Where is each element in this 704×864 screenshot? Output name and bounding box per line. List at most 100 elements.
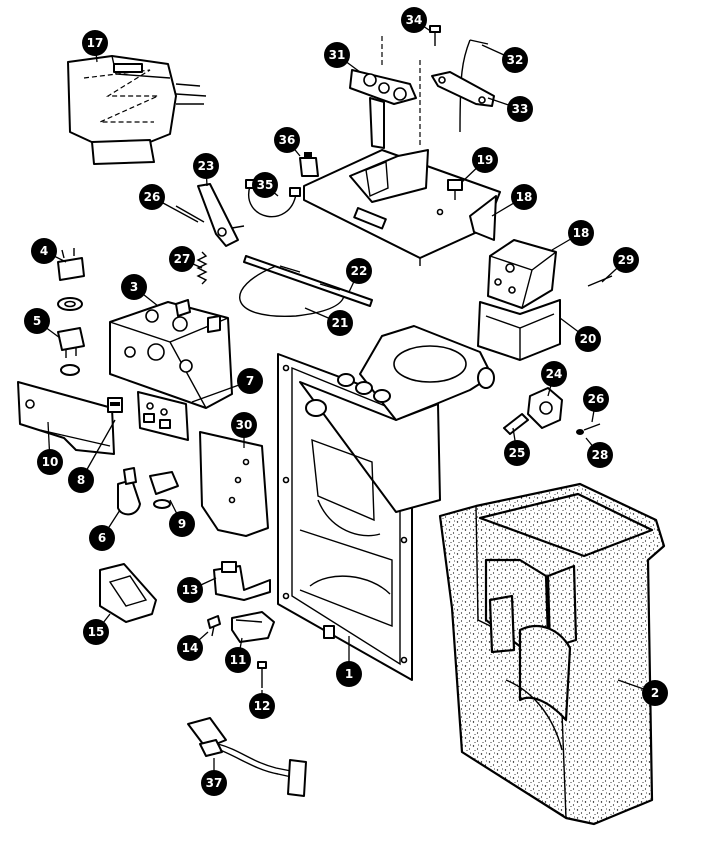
part-18-shelf-bracket — [303, 149, 501, 266]
callout-number: 3 — [130, 280, 138, 294]
callout-number: 4 — [40, 244, 48, 258]
callout-5: 5 — [24, 308, 50, 334]
part-36-switch — [299, 152, 319, 177]
part-20-solenoid-bracket — [477, 299, 561, 361]
callout-bubble — [568, 220, 594, 246]
callout-1: 1 — [336, 661, 362, 687]
callout-number: 25 — [509, 446, 526, 460]
callout-37: 37 — [201, 770, 227, 796]
part-6-light-bulb — [117, 467, 141, 516]
callout-bubble — [613, 247, 639, 273]
part-26-screw — [576, 423, 601, 435]
callout-bubble — [193, 153, 219, 179]
callout-number: 15 — [88, 625, 105, 639]
callout-number: 12 — [254, 699, 271, 713]
part-14-screw — [207, 615, 221, 637]
callout-13: 13 — [177, 577, 203, 603]
callout-bubble — [237, 368, 263, 394]
part-33-bracket — [431, 71, 495, 107]
callout-bubble — [642, 680, 668, 706]
callout-2: 2 — [642, 680, 668, 706]
callout-35: 35 — [252, 172, 278, 198]
callout-bubble — [37, 449, 63, 475]
callout-bubble — [324, 42, 350, 68]
callout-28: 28 — [587, 442, 613, 468]
part-32-wire-lead — [459, 39, 489, 133]
callout-33: 33 — [507, 96, 533, 122]
callout-19: 19 — [472, 147, 498, 173]
part-30-cover-plate — [199, 431, 269, 537]
part-9-socket — [149, 471, 179, 509]
callout-bubble — [83, 619, 109, 645]
callout-bubble — [511, 184, 537, 210]
callout-number: 1 — [345, 667, 353, 681]
callout-bubble — [201, 770, 227, 796]
callout-bubble — [82, 30, 108, 56]
callout-bubble — [401, 7, 427, 33]
part-7-circuit-board — [137, 391, 189, 441]
callout-34: 34 — [401, 7, 427, 33]
callout-bubble — [472, 147, 498, 173]
callout-bubble — [169, 246, 195, 272]
callout-bubble — [225, 647, 251, 673]
callout-number: 19 — [477, 153, 494, 167]
callout-number: 23 — [198, 159, 215, 173]
part-17-heater-assembly — [67, 55, 207, 165]
callout-bubble — [502, 47, 528, 73]
callout-18: 18 — [568, 220, 594, 246]
callout-number: 20 — [580, 332, 597, 346]
callout-bubble — [274, 127, 300, 153]
callout-number: 33 — [512, 102, 529, 116]
callout-bubble — [177, 635, 203, 661]
callout-6: 6 — [89, 525, 115, 551]
callout-11: 11 — [225, 647, 251, 673]
callout-number: 32 — [507, 53, 524, 67]
callout-number: 5 — [33, 314, 41, 328]
callout-number: 9 — [178, 517, 186, 531]
callout-8: 8 — [68, 467, 94, 493]
callout-10: 10 — [37, 449, 63, 475]
callout-18: 18 — [511, 184, 537, 210]
part-26-pin — [175, 205, 205, 223]
callout-30: 30 — [231, 412, 257, 438]
part-1-dispenser-frame — [277, 325, 495, 681]
callout-number: 29 — [618, 253, 635, 267]
callout-bubble — [327, 310, 353, 336]
callout-17: 17 — [82, 30, 108, 56]
callout-15: 15 — [83, 619, 109, 645]
part-34-screw — [429, 25, 441, 46]
part-31-mounting-plate — [349, 36, 421, 149]
callout-21: 21 — [327, 310, 353, 336]
callout-bubble — [346, 258, 372, 284]
part-4-thermostat — [57, 248, 85, 311]
callout-bubble — [89, 525, 115, 551]
callout-number: 10 — [42, 455, 59, 469]
callout-number: 6 — [98, 531, 106, 545]
callout-bubble — [139, 184, 165, 210]
callout-number: 24 — [546, 367, 563, 381]
part-13-bracket — [213, 561, 271, 601]
callout-number: 2 — [651, 686, 659, 700]
callout-number: 8 — [77, 473, 85, 487]
part-27-spring — [196, 251, 208, 285]
callout-23: 23 — [193, 153, 219, 179]
callout-12: 12 — [249, 693, 275, 719]
part-35-wire-harness — [245, 179, 301, 218]
part-5-switch — [57, 327, 85, 376]
part-2-insulated-housing — [438, 482, 666, 826]
callout-bubble — [177, 577, 203, 603]
callout-20: 20 — [575, 326, 601, 352]
callout-number: 31 — [329, 48, 346, 62]
part-37-wire-harness — [187, 717, 307, 797]
callout-bubble — [231, 412, 257, 438]
callout-bubble — [575, 326, 601, 352]
callout-29: 29 — [613, 247, 639, 273]
callout-number: 11 — [230, 653, 247, 667]
callout-bubble — [507, 96, 533, 122]
callout-bubble — [169, 511, 195, 537]
part-18-solenoid — [487, 239, 557, 309]
part-3-control-housing — [109, 299, 233, 409]
callout-26: 26 — [139, 184, 165, 210]
callout-layer: 1234567891011121314151718181920212223242… — [24, 7, 668, 796]
